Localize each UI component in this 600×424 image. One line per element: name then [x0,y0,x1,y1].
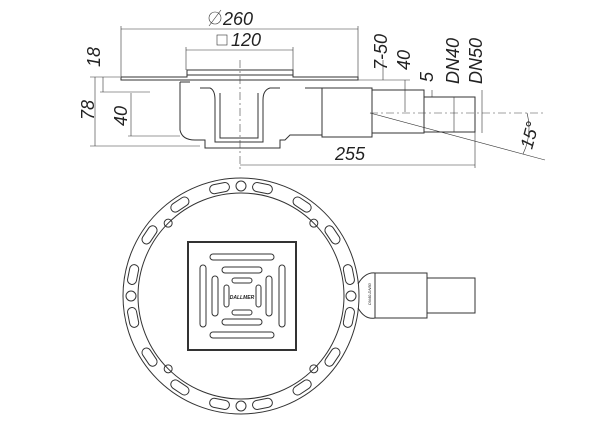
ring-slot [342,264,355,285]
dim-water-seal: 40 [111,106,131,126]
dim-tile-range: 7-50 [371,34,391,70]
drain-body [179,81,323,149]
ring-slot [209,397,230,410]
dim-angle: 15° [517,120,543,151]
ring-slot [141,347,158,367]
ring-slot [252,397,273,410]
screw-hole [235,400,247,412]
plan-view: DALLMER DN40-DN50 [122,177,476,415]
ring-slot [209,182,230,195]
angle-line [369,112,546,161]
plan-outlet-pipe-small [426,277,476,314]
ring-slot [170,196,190,213]
dim-offset: 5 [417,71,437,82]
outer-ring [122,177,360,415]
odour-trap [200,87,280,143]
dim-dn40: DN40 [443,38,463,84]
dim-length: 255 [334,144,366,164]
ring-slot [292,379,312,396]
dim-flange: 18 [84,47,104,67]
outlet-pipe-dn50 [371,89,425,134]
ring-slot [324,347,341,367]
ring-slots [125,180,357,412]
outlet-marking: DN40-DN50 [367,282,372,305]
screw-hole [125,290,137,302]
dim-dn50: DN50 [466,38,486,84]
ring-slot [141,225,158,245]
ring-slot [252,182,273,195]
screw-hole [235,180,247,192]
dim-diameter: 260 [222,9,253,29]
ring-slot [324,225,341,245]
outlet-pipe-dn40 [423,96,476,133]
screw-hole [163,364,173,374]
square-symbol-icon [216,34,228,46]
plan-outlet-pipe [374,272,428,319]
ring-slot [127,307,140,328]
dim-total-height: 78 [78,100,98,120]
dim-outlet-height: 40 [394,50,414,70]
screw-hole [163,218,173,228]
inner-ring [137,192,345,400]
dim-square: 120 [231,30,261,50]
screw-hole [345,290,357,302]
grate-slots [199,253,286,339]
section-view: 260 120 78 18 40 7-50 40 5 DN40 DN50 [78,9,546,170]
screw-hole [309,218,319,228]
diameter-symbol-icon [208,11,222,25]
grate-square [187,241,297,351]
grate-logo: DALLMER [230,295,255,301]
ring-slot [342,307,355,328]
ring-slot [127,264,140,285]
ring-slot [170,379,190,396]
outlet-socket [321,87,373,138]
ring-slot [292,196,312,213]
screw-hole [309,364,319,374]
